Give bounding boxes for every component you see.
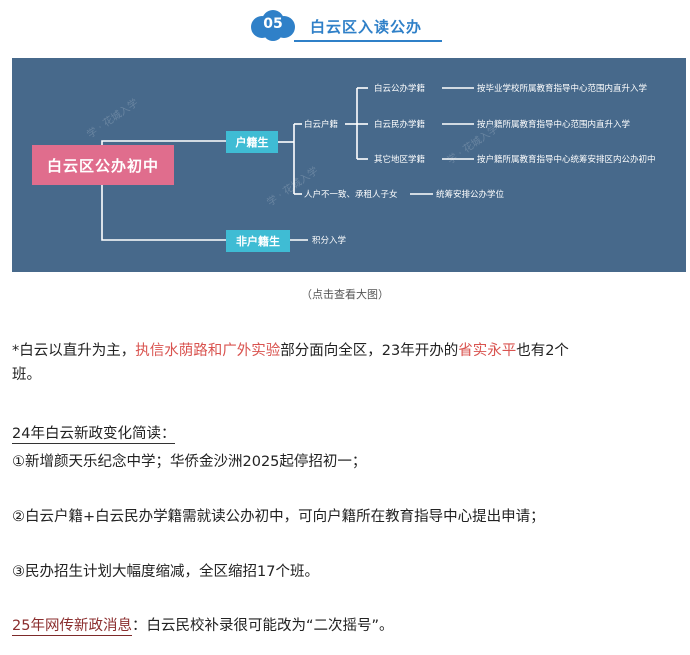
mindmap-sub-baiyun-huji: 白云户籍: [304, 120, 339, 130]
text-span: *白云以直升为主，: [12, 343, 136, 359]
mindmap-leaf-other: 其它地区学籍: [374, 155, 426, 165]
mindmap-leaf-public: 白云公办学籍: [374, 84, 426, 94]
policy-item-1: ①新增颜天乐纪念中学；华侨金沙洲2025起停招初一；: [12, 454, 367, 470]
policy-item-2: ②白云户籍+白云民办学籍需就读公办初中，可向户籍所在教育指导中心提出申请；: [12, 509, 545, 525]
section-number-badge: 05: [250, 10, 296, 42]
paragraph-intro: *白云以直升为主，执信水荫路和广外实验部分面向全区，23年开办的省实永平也有2个…: [12, 339, 682, 387]
section-number: 05: [263, 16, 283, 32]
mindmap-branch-huji: 户籍生: [226, 131, 278, 153]
highlight-schools: 执信水荫路和广外实验: [135, 343, 281, 359]
paragraph-rumor: 25年网传新政消息：白云民校补录很可能改为“二次摇号”。: [12, 614, 682, 638]
policy-item-3: ③民办招生计划大幅度缩减，全区缩招17个班。: [12, 564, 319, 580]
text-span: 班。: [12, 367, 41, 383]
mindmap-root: 白云区公办初中: [32, 145, 174, 185]
mindmap-leaf-private-result: 按户籍所属教育指导中心范围内直升入学: [477, 120, 631, 130]
text-span: 也有2个: [516, 343, 569, 359]
mindmap-sub-renhu: 人户不一致、承租人子女: [304, 190, 398, 200]
section-header: 05 白云区入读公办: [250, 10, 450, 46]
paragraph-policy-heading: 24年白云新政变化简读：: [12, 422, 682, 446]
mindmap-image[interactable]: 学 · 花城入学 学 · 花城入学 学 · 花城入学 白云区公办初中 户籍生 非…: [12, 58, 686, 272]
mindmap-branch2-result: 积分入学: [312, 236, 347, 246]
mindmap-leaf-other-result: 按户籍所属教育指导中心统筹安排区内公办初中: [477, 155, 656, 165]
rumor-text: ：白云民校补录很可能改为“二次摇号”。: [131, 618, 394, 634]
section-title: 白云区入读公办: [310, 18, 423, 36]
section-title-underline: [294, 40, 442, 42]
policy-heading: 24年白云新政变化简读：: [12, 426, 176, 444]
rumor-label: 25年网传新政消息: [12, 618, 132, 636]
highlight-shengshi: 省实永平: [458, 343, 517, 359]
mindmap-sub-renhu-result: 统筹安排公办学位: [436, 190, 505, 200]
cloud-badge-icon: [251, 10, 295, 41]
mindmap-leaf-private: 白云民办学籍: [374, 120, 426, 130]
image-caption: （点击查看大图）: [301, 288, 389, 301]
mindmap-leaf-public-result: 按毕业学校所属教育指导中心范围内直升入学: [477, 84, 648, 94]
mindmap-branch-fei-huji: 非户籍生: [226, 230, 290, 252]
text-span: 部分面向全区，23年开办的: [280, 343, 459, 359]
mindmap-connectors: [101, 87, 474, 241]
